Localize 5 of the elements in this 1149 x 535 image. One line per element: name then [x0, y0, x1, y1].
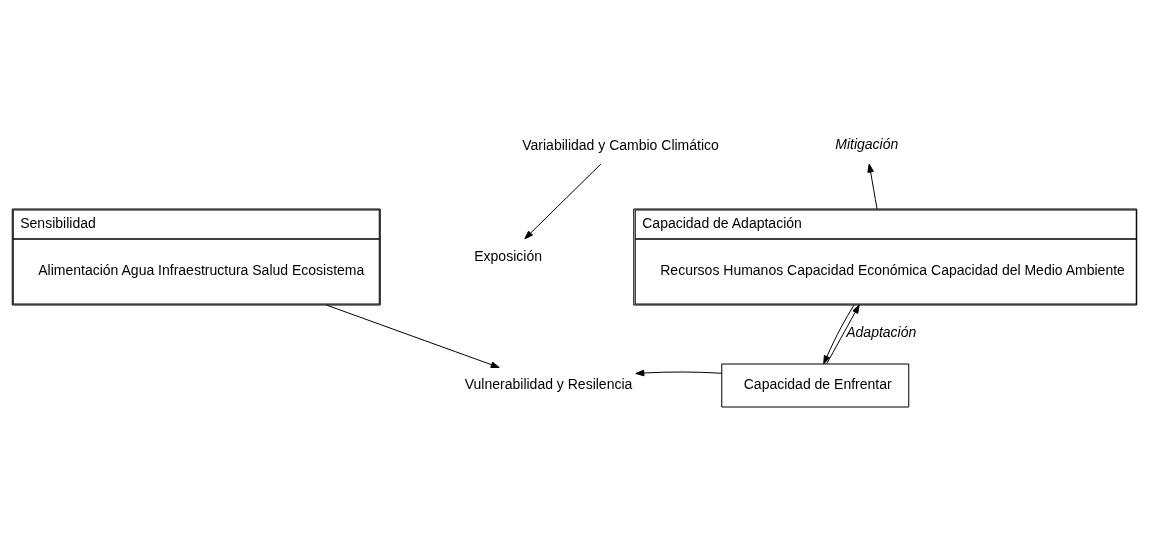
node-text: Exposición — [474, 247, 542, 264]
node-text: Variabilidad y Cambio Climático — [522, 136, 719, 153]
node-text: Mitigación — [835, 135, 899, 152]
node-text: Vulnerabilidad y Resilencia — [464, 376, 633, 393]
edge-label: Adaptación — [846, 324, 917, 341]
